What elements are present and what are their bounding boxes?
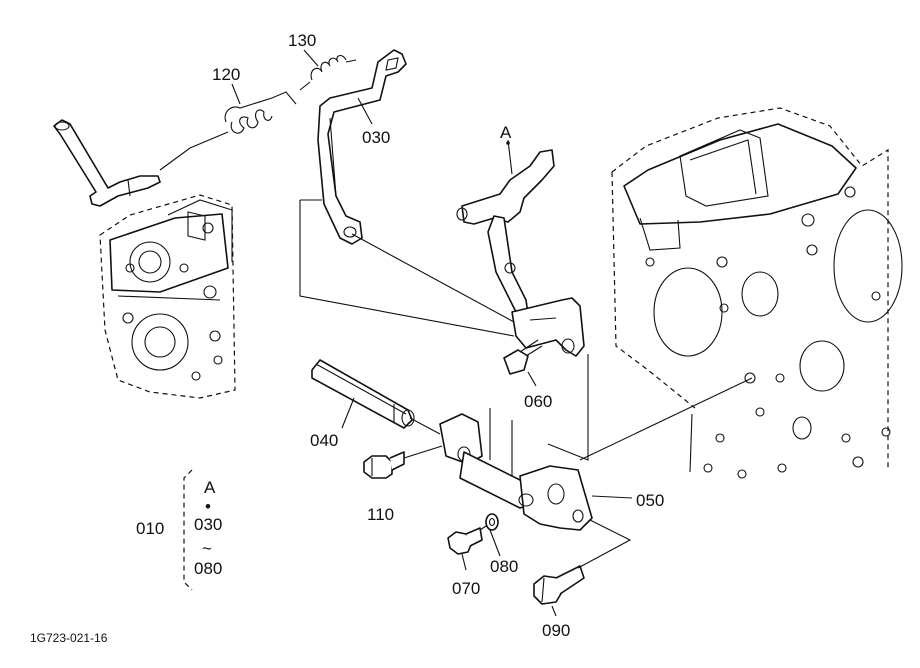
washer-080 [485, 513, 499, 531]
leader-lines [231, 49, 633, 617]
callout-110: 110 [367, 505, 394, 524]
phantom-guide-lines [299, 199, 753, 569]
group-number: 010 [136, 519, 164, 538]
pedal-lever-030 [317, 49, 407, 245]
group-range-end: 080 [194, 559, 222, 578]
drawing-code: 1G723-021-16 [30, 631, 108, 645]
shaft-040 [311, 359, 415, 429]
callout-090: 090 [542, 621, 570, 640]
group-range-tilde: ~ [202, 539, 212, 558]
callout-030: 030 [362, 128, 390, 147]
bolt-070 [447, 527, 483, 555]
bolt-090 [533, 565, 585, 605]
engine-block-left [99, 194, 236, 399]
callout-ref-a: A [500, 123, 512, 142]
callout-050: 050 [636, 491, 664, 510]
spring-120 [159, 91, 297, 171]
group-bracket [183, 469, 193, 591]
callout-120: 120 [212, 65, 240, 84]
bracket-050 [439, 413, 593, 531]
group-range-mid: 030 [194, 515, 222, 534]
group-range-dot: • [205, 497, 211, 516]
callout-080: 080 [490, 557, 518, 576]
spring-130 [299, 54, 357, 91]
shift-fork-a [456, 149, 585, 357]
left-lever-arm [53, 119, 161, 207]
group-range-start: A [204, 478, 216, 497]
callout-060: 060 [524, 392, 552, 411]
callout-070: 070 [452, 579, 480, 598]
bolt-060 [503, 339, 543, 375]
bolt-110 [363, 451, 405, 479]
callout-040: 040 [310, 431, 338, 450]
transmission-housing [611, 107, 903, 479]
callout-130: 130 [288, 31, 316, 50]
